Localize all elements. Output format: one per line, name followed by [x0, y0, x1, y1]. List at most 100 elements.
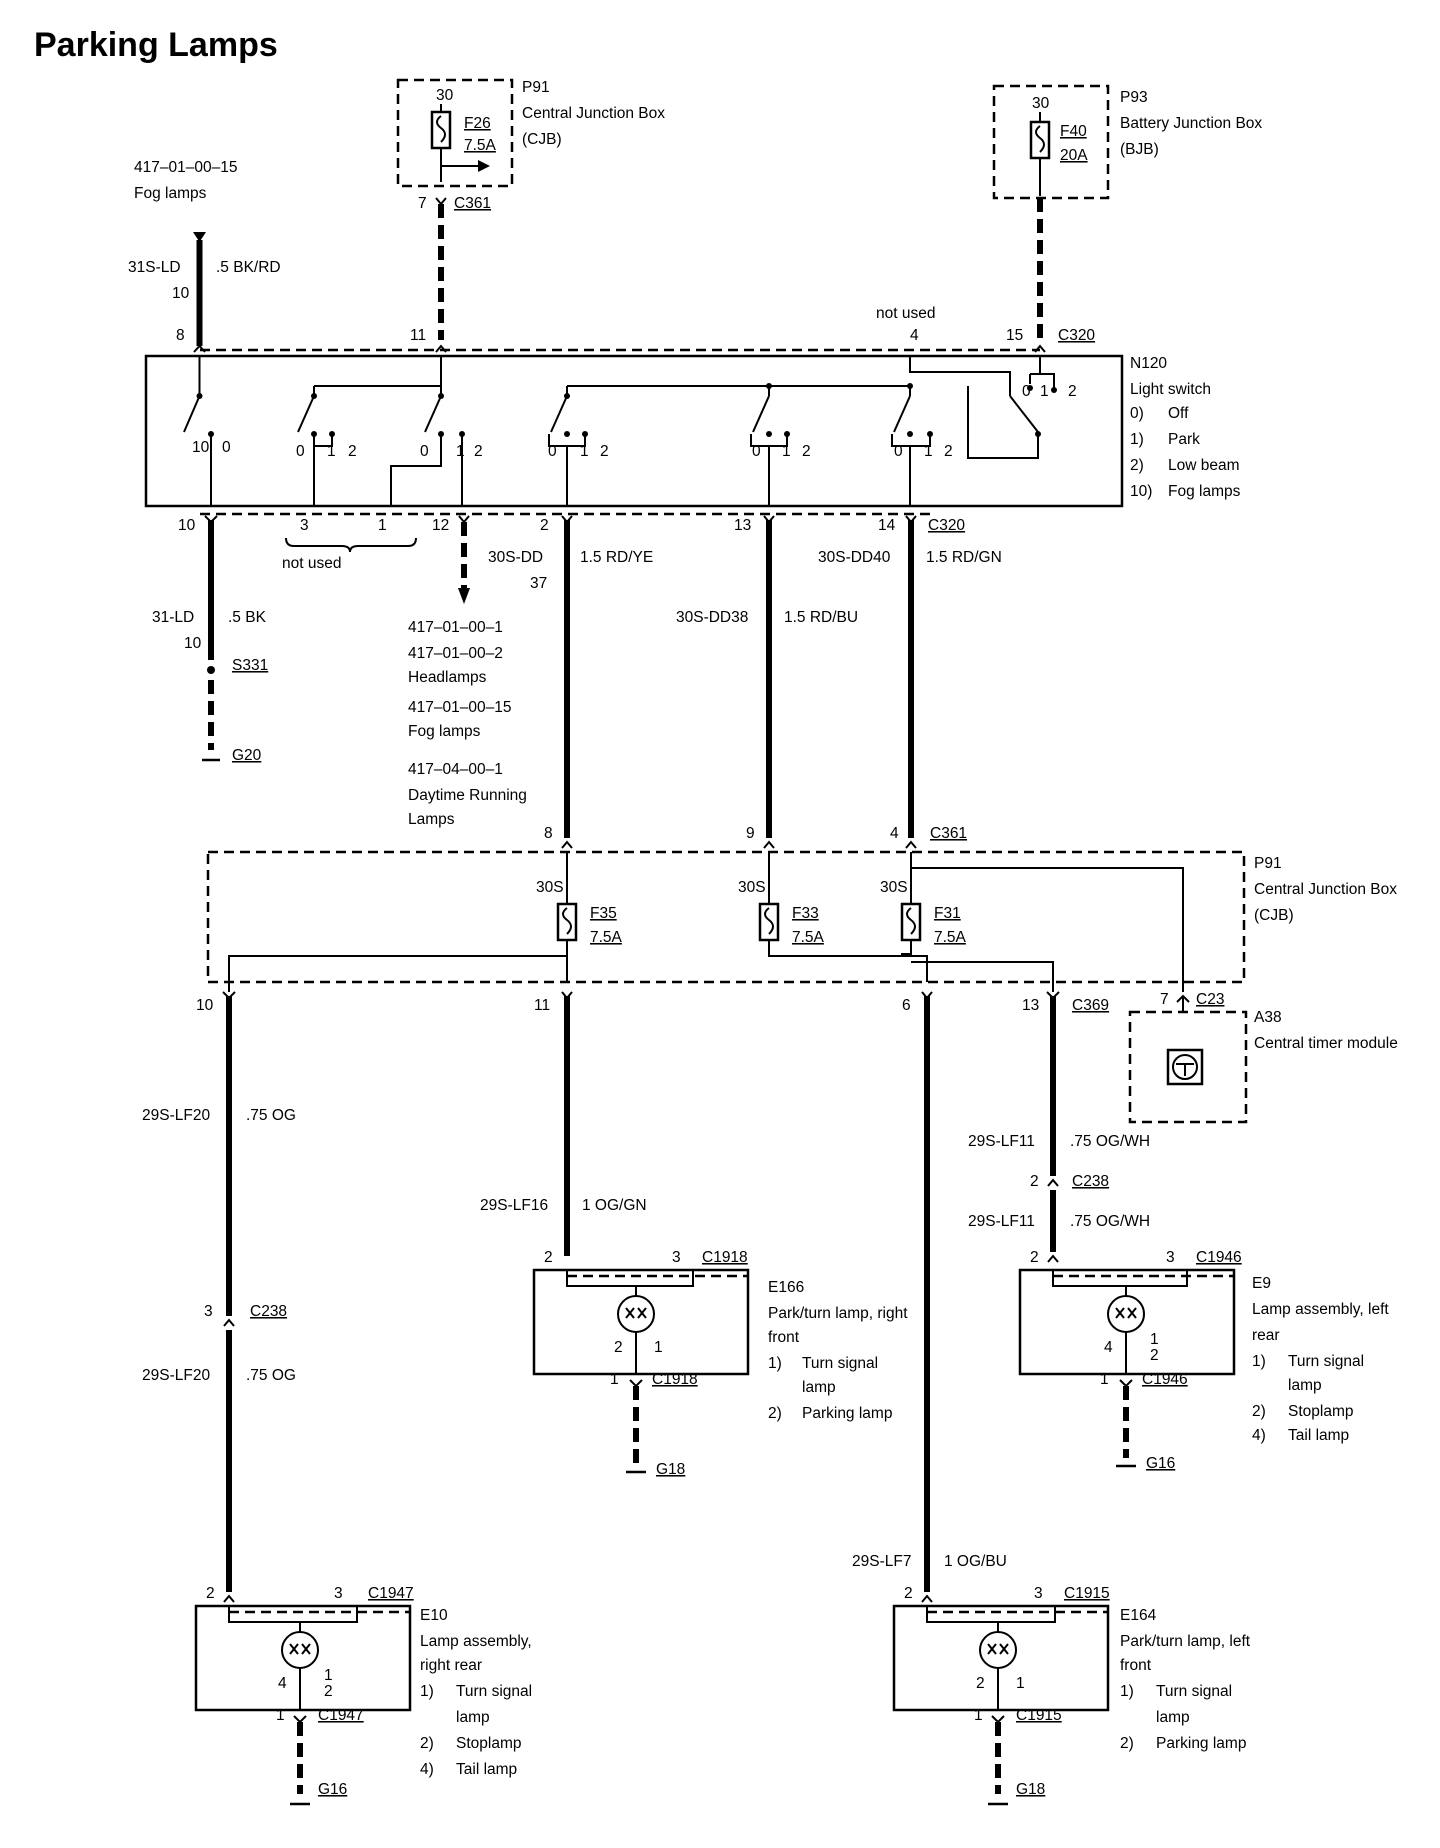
contact-label: 2: [348, 443, 357, 460]
contact-label: 2: [474, 443, 483, 460]
fog-ref-code: 417–01–00–15: [134, 159, 237, 176]
jb-name: Central Junction Box: [1254, 881, 1397, 898]
page-title: Parking Lamps: [34, 26, 278, 64]
pin-label: 2: [1030, 1249, 1039, 1266]
not-used-label: not used: [282, 555, 341, 572]
contact-label: 1: [924, 443, 933, 460]
wire-29s-lf11: 29S-LF11 .75 OG/WH 2 C238 29S-LF11 .75 O…: [968, 991, 1150, 1263]
lamp-desc: front: [1120, 1657, 1152, 1674]
pin-label: 6: [902, 997, 911, 1014]
wire-30s-dd38: 30S-DD38 1.5 RD/BU: [676, 515, 858, 849]
pin-label: 1: [610, 1371, 619, 1388]
connector-id: C1947: [368, 1585, 414, 1602]
pin-label: 2: [904, 1585, 913, 1602]
fuse-id: F33: [792, 905, 819, 922]
contact-label: 0: [296, 443, 305, 460]
wire-spec: .5 BK: [228, 609, 267, 626]
circuit-label: 31S-LD: [128, 259, 181, 276]
pin-label: 4: [890, 825, 899, 842]
wire-29s-lf20: 29S-LF20 .75 OG 3 C238 29S-LF20 .75 OG: [142, 991, 296, 1603]
pin-label: 3: [204, 1303, 213, 1320]
light-switch-n120: 10 0 0 1 2 0 1 2 0 1 2: [144, 354, 1241, 508]
position-num: 10): [1130, 483, 1152, 500]
pin-label: 1: [1100, 1371, 1109, 1388]
contact-label: 2: [944, 443, 953, 460]
splice-id: S331: [232, 657, 268, 674]
position-desc: Off: [1168, 405, 1189, 422]
pin-label: 13: [1022, 997, 1039, 1014]
wire-spec: .75 OG/WH: [1070, 1213, 1150, 1230]
p91-cjb-top: 30 F26 7.5A P91 Central Junction Box (CJ…: [396, 78, 665, 340]
lamp-id: E164: [1120, 1607, 1157, 1624]
ref-code: 417–01–00–15: [408, 699, 511, 716]
item-desc: Tail lamp: [1288, 1427, 1349, 1444]
not-used-label: not used: [876, 305, 935, 322]
ref-code: 417–04–00–1: [408, 761, 503, 778]
pin-label: 10: [178, 517, 196, 534]
module-name: Central timer module: [1254, 1035, 1398, 1052]
fuse-id: F35: [590, 905, 617, 922]
cjb-input-connector: 8 9 4 C361: [544, 825, 967, 842]
circuit-label: 29S-LF11: [968, 1213, 1035, 1230]
wire-29s-lf7: 29S-LF7 1 OG/BU: [852, 991, 1007, 1603]
contact-label: 10: [192, 439, 210, 456]
ground-id: G16: [318, 1781, 347, 1798]
item-num: 4): [1252, 1427, 1266, 1444]
item-desc: Tail lamp: [456, 1761, 517, 1778]
contact-label: 0: [222, 439, 231, 456]
item-num: 4): [420, 1761, 434, 1778]
fuse-rating: 7.5A: [934, 929, 967, 946]
wire-to-headlamps: 417–01–00–1 417–01–00–2 Headlamps 417–01…: [408, 515, 527, 828]
wire-spec: .75 OG: [246, 1367, 296, 1384]
lamp-e10: 2 3 C1947 4 1 2 1 C1947 G16 E10 Lamp ass…: [194, 1585, 532, 1806]
connector-id: C1946: [1196, 1249, 1242, 1266]
wire-spec: .75 OG: [246, 1107, 296, 1124]
pin-label: 3: [1166, 1249, 1175, 1266]
fuse-id: F26: [464, 115, 491, 132]
ref-name: Daytime Running: [408, 787, 527, 804]
circuit-label: 29S-LF20: [142, 1107, 210, 1124]
item-desc: Turn signal: [802, 1355, 878, 1372]
fuse-rating: 7.5A: [792, 929, 825, 946]
ground-id: G16: [1146, 1455, 1175, 1472]
circuit-label: 30S-DD38: [676, 609, 748, 626]
ref-code: 417–01–00–1: [408, 619, 503, 636]
terminal-label: 1: [324, 1667, 333, 1684]
pin-label: 1: [378, 517, 387, 534]
contact-label: 2: [1068, 383, 1077, 400]
bus-label: 30S: [536, 879, 564, 896]
lamp-id: E9: [1252, 1275, 1271, 1292]
connector-id: C1918: [652, 1371, 698, 1388]
position-desc: Low beam: [1168, 457, 1240, 474]
jb-name: Battery Junction Box: [1120, 115, 1262, 132]
pin-label: 10: [196, 997, 214, 1014]
bus-label: 30S: [738, 879, 766, 896]
connector-id: C361: [454, 195, 491, 212]
contact-label: 1: [782, 443, 791, 460]
wire-30s-dd: 30S-DD 37 1.5 RD/YE: [488, 515, 653, 849]
pin-label: 8: [544, 825, 553, 842]
wire-31s-ld: 31S-LD 10 .5 BK/RD: [128, 232, 281, 346]
pin-label: 3: [300, 517, 309, 534]
connector-id: C1946: [1142, 1371, 1188, 1388]
connector-id: C1915: [1016, 1707, 1062, 1724]
switch-bottom-connector: 10 3 1 12 2 13 14 C320 not used: [178, 512, 965, 572]
item-desc: lamp: [802, 1379, 836, 1396]
lamp-desc: Lamp assembly,: [420, 1633, 532, 1650]
wire-spec: 1 OG/BU: [944, 1553, 1007, 1570]
circuit-label: 30S-DD40: [818, 549, 891, 566]
circuit-label: 31-LD: [152, 609, 194, 626]
contact-label: 0: [752, 443, 761, 460]
wire-spec: 1.5 RD/YE: [580, 549, 653, 566]
fuse-terminal-label: 30: [1032, 95, 1050, 112]
connector-id: C369: [1072, 997, 1109, 1014]
position-num: 2): [1130, 457, 1144, 474]
p93-bjb: 30 F40 20A P93 Battery Junction Box (BJB…: [992, 84, 1262, 340]
pin-label: 3: [334, 1585, 343, 1602]
wire-29s-lf16: 29S-LF16 1 OG/GN: [480, 991, 647, 1256]
ground-id: G18: [656, 1461, 685, 1478]
pin-label: 7: [1160, 991, 1169, 1008]
pin-label: 2: [544, 1249, 553, 1266]
terminal-label: 1: [654, 1339, 663, 1356]
